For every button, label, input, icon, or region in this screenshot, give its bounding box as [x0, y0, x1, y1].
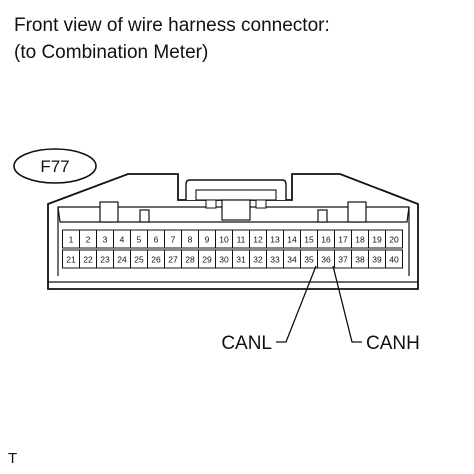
pin-number: 7 — [171, 235, 176, 245]
pin-number: 17 — [338, 235, 348, 245]
pin-number: 39 — [372, 255, 382, 265]
pin-number: 31 — [236, 255, 246, 265]
pin-number: 1 — [69, 235, 74, 245]
footer-mark: T — [8, 450, 18, 467]
guide-right-small — [317, 209, 328, 223]
pin-number: 30 — [219, 255, 229, 265]
pin-number: 24 — [117, 255, 127, 265]
connector-id-label: F77 — [40, 157, 69, 176]
pin-number: 6 — [154, 235, 159, 245]
pin-number: 25 — [134, 255, 144, 265]
pin-number: 29 — [202, 255, 212, 265]
callout-leader-canh — [332, 265, 362, 343]
diagram-title-line1: Front view of wire harness connector: — [14, 15, 330, 36]
pin-number: 11 — [237, 235, 246, 245]
pin-number: 37 — [338, 255, 348, 265]
pin-number: 26 — [151, 255, 161, 265]
callout-label-canl: CANL — [221, 333, 272, 354]
pin-number: 15 — [304, 235, 314, 245]
pin-number: 14 — [287, 235, 297, 245]
pin-number: 13 — [270, 235, 280, 245]
guide-right — [347, 201, 367, 223]
pin-number: 16 — [321, 235, 331, 245]
pin-number: 19 — [372, 235, 382, 245]
pin-number: 27 — [168, 255, 178, 265]
pin-number: 23 — [100, 255, 110, 265]
pin-number: 10 — [219, 235, 229, 245]
connector-id-oval — [13, 148, 97, 184]
pin-number: 4 — [120, 235, 125, 245]
pin-number: 22 — [83, 255, 93, 265]
pin-number: 20 — [389, 235, 399, 245]
lock-latch-right — [255, 199, 267, 209]
lock-latch-left — [205, 199, 217, 209]
diagram-title-line2: (to Combination Meter) — [14, 42, 209, 63]
pin-number: 5 — [137, 235, 142, 245]
pin-number: 32 — [253, 255, 263, 265]
pin-number: 9 — [205, 235, 210, 245]
lock-latch — [221, 199, 251, 221]
pin-number: 18 — [355, 235, 365, 245]
pin-number: 28 — [185, 255, 195, 265]
pin-number: 2 — [86, 235, 91, 245]
housing-inner-top — [57, 206, 410, 223]
callout-group: CANL CANH — [221, 265, 420, 354]
pin-cell — [385, 249, 403, 269]
pin-number: 38 — [355, 255, 365, 265]
pin-number: 36 — [321, 255, 331, 265]
callout-label-canh: CANH — [366, 333, 420, 354]
guide-left — [99, 201, 119, 223]
pin-number: 12 — [253, 235, 263, 245]
pin-number: 3 — [103, 235, 108, 245]
pin-cell — [385, 229, 403, 249]
guide-left-small — [139, 209, 150, 223]
pin-number: 40 — [389, 255, 399, 265]
pin-number: 34 — [287, 255, 297, 265]
pin-number: 35 — [304, 255, 314, 265]
pin-number: 33 — [270, 255, 280, 265]
pin-number: 21 — [66, 255, 76, 265]
callout-leader-canl — [276, 265, 317, 343]
pin-number: 8 — [188, 235, 193, 245]
